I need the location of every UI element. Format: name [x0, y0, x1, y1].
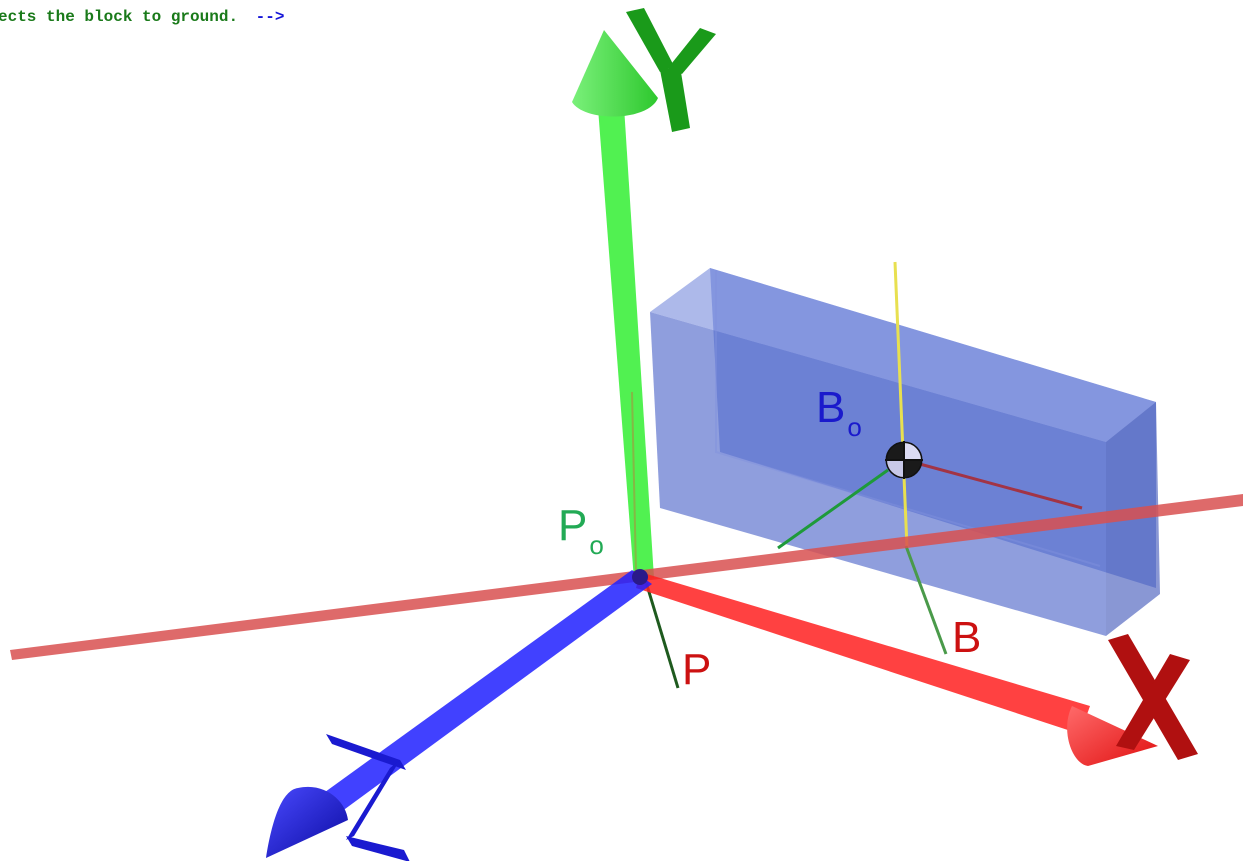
origin-joint — [632, 569, 648, 585]
bo-frame-z-line — [777, 468, 889, 550]
b-line — [904, 545, 948, 655]
z-axis-shaft — [314, 570, 652, 820]
block-inner-edge — [715, 270, 1101, 567]
y-axis-shaft — [598, 106, 654, 580]
bo-frame-y-line — [893, 261, 909, 549]
caption-comment-close: --> — [256, 8, 285, 26]
caption-text: ects the block to ground. — [0, 8, 238, 26]
p-line — [644, 581, 680, 689]
x-axis-shaft — [636, 572, 1090, 734]
bo-frame-x-line — [904, 458, 1083, 510]
bo-label: Bo — [816, 383, 862, 442]
block-top-face — [650, 268, 1156, 442]
z-axis-cone — [266, 786, 348, 858]
po-label: Po — [558, 501, 604, 560]
z-axis-letter — [326, 734, 410, 861]
x-axis-letter — [1108, 634, 1198, 760]
center-of-mass-icon — [885, 441, 923, 479]
b-label: B — [952, 613, 981, 662]
caption-line: ects the block to ground. --> — [0, 8, 284, 26]
p-label: P — [682, 645, 711, 694]
x-axis-cone — [1067, 706, 1158, 766]
y-axis-cone — [572, 30, 658, 117]
block-front-face — [650, 312, 1106, 636]
y-axis-letter — [626, 8, 716, 132]
po-frame-y-line — [631, 391, 637, 573]
